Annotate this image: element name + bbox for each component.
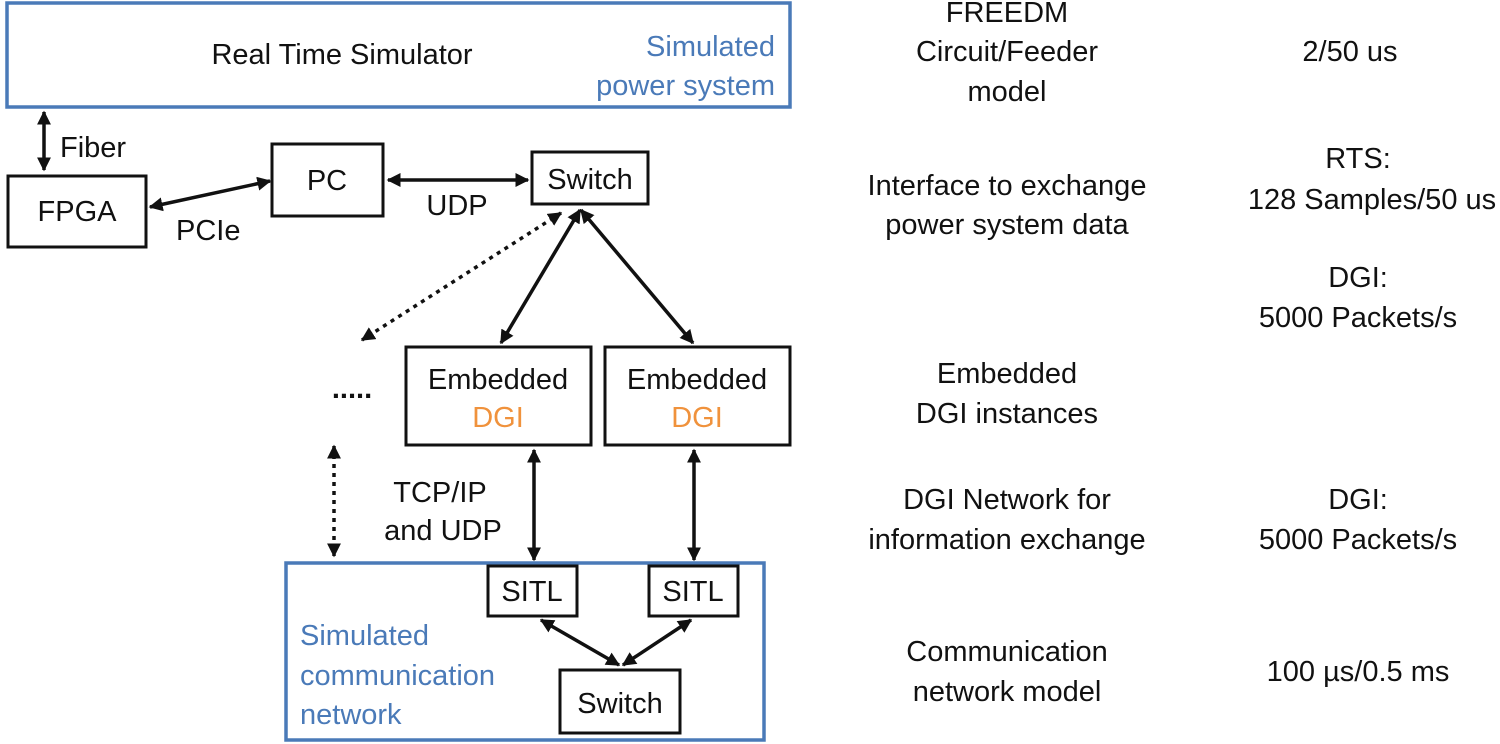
row3-desc-line2: DGI instances <box>916 398 1098 430</box>
simulated-power-system-label-1: Simulated <box>646 31 775 63</box>
sitl1-switch-arrow <box>539 618 621 667</box>
row4-desc-line2: information exchange <box>868 524 1145 556</box>
sitl2-switch-arrow <box>621 618 693 667</box>
row2-desc-line2: power system data <box>885 209 1129 241</box>
sitl-box-1: SITL <box>486 564 579 618</box>
tcpip-label-2: and UDP <box>384 515 502 547</box>
row1-desc-line3: model <box>968 76 1047 108</box>
simulated-communication-network-box: Simulated communication network <box>284 561 766 742</box>
top-switch-box: Switch <box>530 150 650 206</box>
fpga-box: FPGA <box>6 174 148 249</box>
bottom-switch-label: Switch <box>577 688 662 720</box>
switch-dgi2-arrow <box>579 208 695 345</box>
tcpip-label-1: TCP/IP <box>393 477 486 509</box>
pc-label: PC <box>307 165 347 197</box>
row1-rate: 2/50 us <box>1302 36 1397 68</box>
more-dgi-ellipsis: ..... <box>332 373 372 405</box>
row3-desc-line1: Embedded <box>937 358 1077 390</box>
sitl-1-label: SITL <box>501 576 562 608</box>
description-table: FREEDM Circuit/Feeder model 2/50 us Inte… <box>868 0 1497 708</box>
row5-rate: 100 µs/0.5 ms <box>1267 656 1450 688</box>
row2-rate-line3: DGI: <box>1328 262 1388 294</box>
fpga-label: FPGA <box>38 196 118 228</box>
row1-desc-line2: Circuit/Feeder <box>916 36 1098 68</box>
sim-comm-label-3: network <box>300 699 402 731</box>
row1-desc-line1: FREEDM <box>946 0 1068 29</box>
bottom-switch-box: Switch <box>558 668 682 735</box>
pc-box: PC <box>270 142 385 218</box>
row5-desc-line1: Communication <box>906 636 1107 668</box>
sim-comm-label-1: Simulated <box>300 620 429 652</box>
row2-rate-line2: 128 Samples/50 us <box>1248 184 1496 216</box>
row4-desc-line1: DGI Network for <box>903 484 1111 516</box>
sitl-2-label: SITL <box>662 576 723 608</box>
row2-desc-line1: Interface to exchange <box>868 170 1147 202</box>
switch-dgi1-arrow <box>499 208 582 345</box>
row4-rate-line2: 5000 Packets/s <box>1259 524 1457 556</box>
udp-label: UDP <box>426 190 487 222</box>
embedded-dgi-box-2: Embedded DGI <box>603 345 792 447</box>
fiber-label: Fiber <box>60 132 126 164</box>
pcie-link-arrow <box>148 176 272 212</box>
pcie-label: PCIe <box>176 215 240 247</box>
embedded-dgi-box-1: Embedded DGI <box>404 345 593 447</box>
sitl-box-2: SITL <box>647 564 740 618</box>
embedded-dgi-2-label: Embedded <box>627 364 767 396</box>
embedded-dgi-1-label: Embedded <box>428 364 568 396</box>
embedded-dgi-1-type: DGI <box>472 402 524 434</box>
row4-rate-line1: DGI: <box>1328 484 1388 516</box>
sim-comm-label-2: communication <box>300 660 495 692</box>
dotted-switch-arrow <box>360 211 563 342</box>
row2-rate-line1: RTS: <box>1325 143 1391 175</box>
row5-desc-line2: network model <box>913 676 1102 708</box>
rts-label: Real Time Simulator <box>211 39 472 71</box>
top-switch-label: Switch <box>547 164 632 196</box>
row2-rate-line4: 5000 Packets/s <box>1259 302 1457 334</box>
real-time-simulator-box: Real Time Simulator Simulated power syst… <box>5 1 792 109</box>
simulated-power-system-label-2: power system <box>596 70 775 102</box>
embedded-dgi-2-type: DGI <box>671 402 723 434</box>
